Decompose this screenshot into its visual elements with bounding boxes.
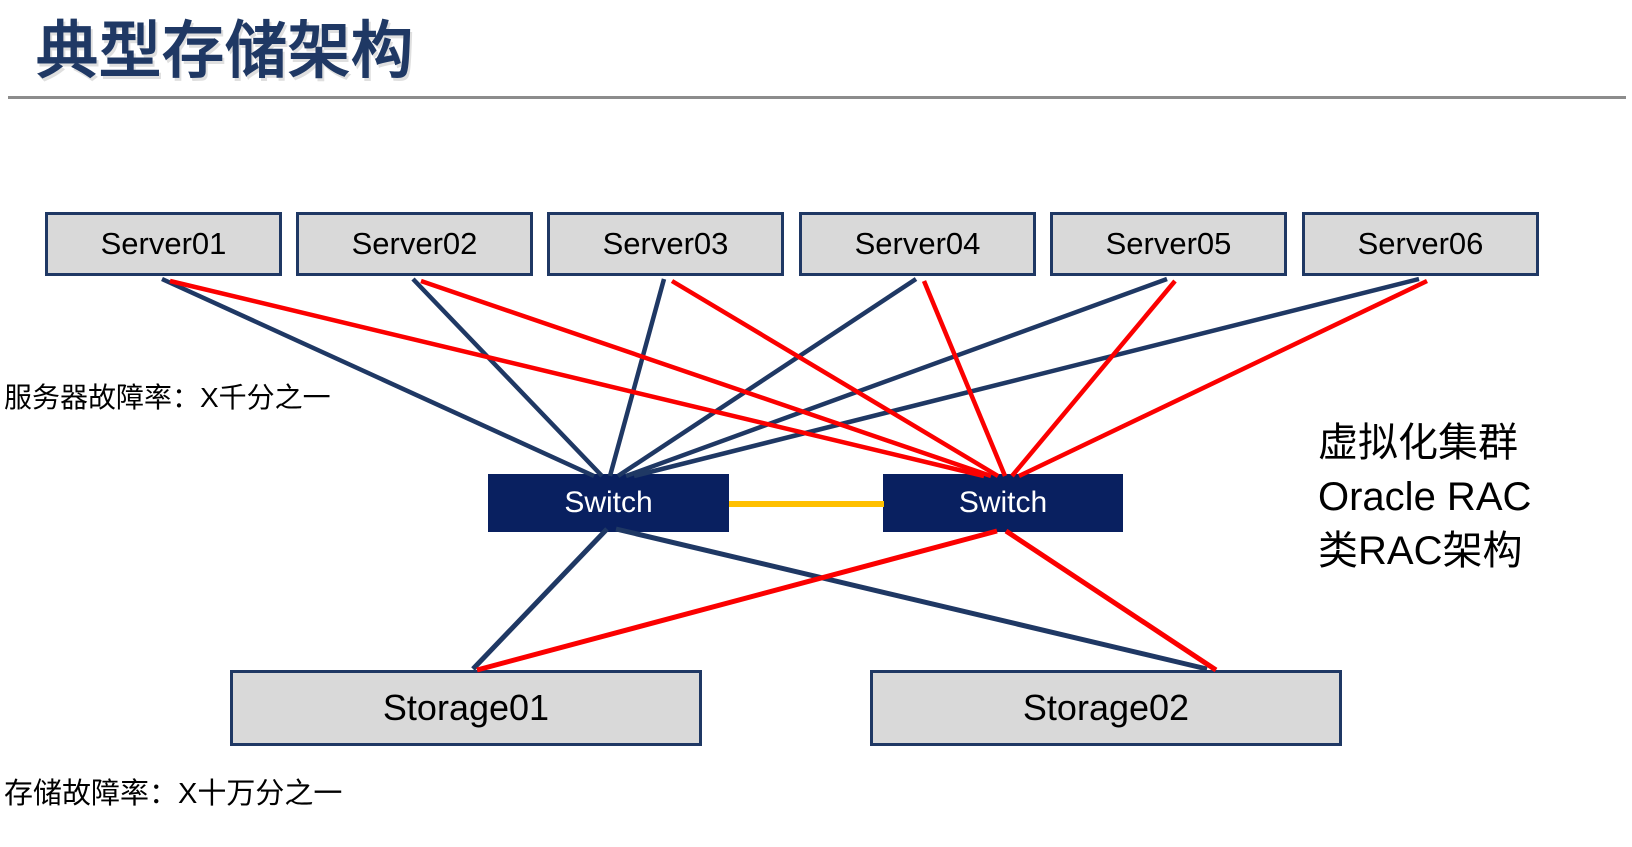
storage-node-storage02: Storage02 [870, 670, 1342, 746]
storage-failure-caption: 存储故障率：X十万分之一 [4, 778, 343, 810]
page-title: 典型存储架构 [36, 17, 415, 86]
switch-node-2: Switch [883, 474, 1123, 532]
server-node-server06: Server06 [1302, 212, 1539, 276]
server-node-server05: Server05 [1050, 212, 1287, 276]
storage-node-storage01: Storage01 [230, 670, 702, 746]
server-node-server03: Server03 [547, 212, 784, 276]
title-divider [8, 96, 1626, 99]
server-node-server01: Server01 [45, 212, 282, 276]
side-note-line-2: Oracle RAC [1318, 475, 1532, 519]
server-node-server02: Server02 [296, 212, 533, 276]
switch-node-1: Switch [488, 474, 729, 532]
side-note-line-3: 类RAC架构 [1318, 529, 1523, 573]
server-node-server04: Server04 [799, 212, 1036, 276]
